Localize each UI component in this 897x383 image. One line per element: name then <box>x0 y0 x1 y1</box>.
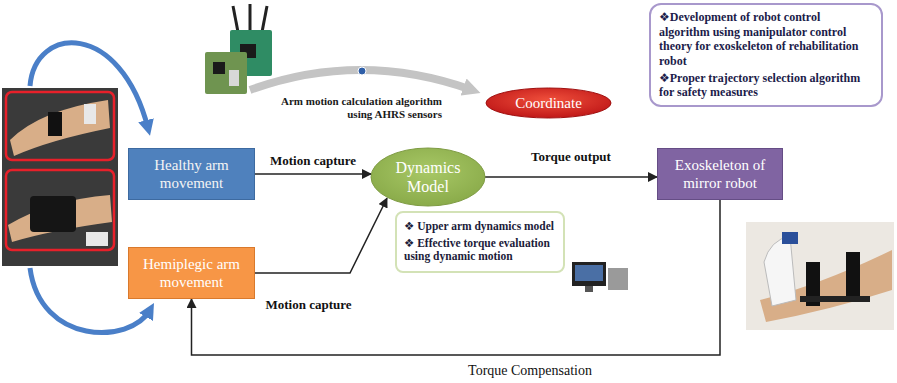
node-text: ❖ Upper arm dynamics model <box>404 220 556 234</box>
sensor-unit <box>86 232 108 246</box>
screen <box>575 265 603 281</box>
flow-arrow <box>485 176 657 178</box>
node-text: Coordinate <box>515 94 582 112</box>
device-box <box>608 268 628 290</box>
sensor-unit <box>84 104 96 124</box>
flow-arrow <box>255 198 387 273</box>
sensor-boards <box>205 4 272 94</box>
ellipse-shape <box>371 148 485 206</box>
edge-label: Motion capture <box>268 153 358 169</box>
exo-frame <box>800 296 870 302</box>
ellipse-node: Dynamics Model <box>370 147 486 207</box>
ellipse-node: Coordinate <box>485 87 612 119</box>
sensor-strap <box>48 112 62 136</box>
node-text: Healthy arm movement <box>137 156 246 192</box>
node-text: ❖Proper trajectory selection algorithm f… <box>659 71 873 100</box>
antenna <box>262 6 267 32</box>
edge-label: Torque Compensation <box>466 363 594 379</box>
photo-ground <box>2 88 118 266</box>
arm-photos <box>2 88 118 266</box>
edge-label: Torque output <box>529 149 613 165</box>
node-text: Dynamics Model <box>384 158 472 196</box>
annotation-text: Arm motion calculation algorithm using A… <box>262 95 442 121</box>
computer-photo <box>572 262 628 292</box>
node-text: Exoskeleton of mirror robot <box>666 156 774 192</box>
process-box: Healthy arm movement <box>128 148 255 200</box>
ellipse-shape <box>486 88 611 118</box>
node-text: ❖ Effective torque evaluation using dyna… <box>404 237 556 265</box>
circuit-board <box>205 52 247 94</box>
chip <box>229 70 239 86</box>
note-box: ❖ Upper arm dynamics model ❖ Effective to… <box>395 211 565 273</box>
node-text: Hemiplegic arm movement <box>137 255 246 291</box>
hand-splint <box>30 196 76 232</box>
edge-label: Motion capture <box>263 297 353 313</box>
flow-arrow <box>192 200 721 355</box>
photo-ground <box>746 222 894 330</box>
exoskeleton-photo <box>746 222 894 330</box>
arm-shape <box>10 100 110 156</box>
process-box: Exoskeleton of mirror robot <box>657 148 783 200</box>
monitor-stand <box>585 286 593 292</box>
ellipse-outline <box>370 147 486 207</box>
photo-highlight <box>6 170 114 250</box>
flow-arrow <box>255 173 371 175</box>
antenna <box>249 4 252 32</box>
process-box: Hemiplegic arm movement <box>128 247 255 299</box>
monitor <box>572 262 606 286</box>
node-text: ❖Development of robot control algorithm … <box>659 10 873 68</box>
sensor-unit <box>782 232 798 244</box>
chip <box>213 62 225 74</box>
photo-highlight <box>6 92 114 160</box>
curved-arrow <box>30 43 148 128</box>
antenna <box>233 6 238 32</box>
strap <box>846 252 860 296</box>
splint <box>764 236 796 306</box>
note-box: ❖Development of robot control algorithm … <box>649 3 883 107</box>
blue-dot <box>358 67 366 75</box>
